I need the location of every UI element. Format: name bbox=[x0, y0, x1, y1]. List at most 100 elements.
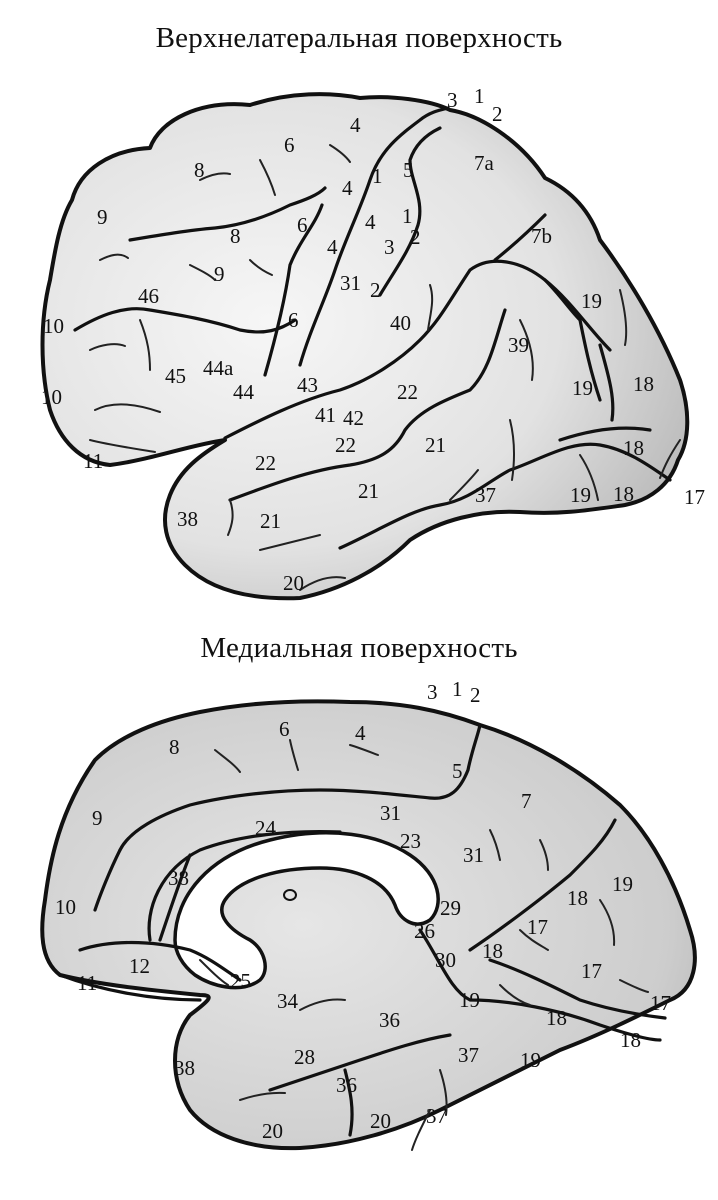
medial-area-label-17: 29 bbox=[440, 896, 461, 920]
medial-area-label-5: 4 bbox=[355, 721, 366, 745]
lateral-area-label-39: 22 bbox=[335, 433, 356, 457]
lateral-area-label-35: 44 bbox=[233, 380, 255, 404]
medial-area-label-15: 19 bbox=[612, 872, 633, 896]
orbital-base bbox=[58, 973, 202, 1002]
medial-hemisphere-outline bbox=[40, 699, 697, 1151]
lateral-area-label-12: 6 bbox=[297, 213, 308, 237]
lateral-area-label-6: 7a bbox=[474, 151, 495, 175]
intraparietal-sulcus bbox=[493, 213, 602, 402]
callosal-sulcus bbox=[147, 829, 662, 1042]
lateral-area-label-48: 17 bbox=[684, 485, 705, 509]
medial-area-label-33: 38 bbox=[174, 1056, 195, 1080]
medial-area-label-28: 17 bbox=[650, 991, 671, 1015]
medial-area-label-27: 19 bbox=[459, 988, 480, 1012]
lateral-area-label-36: 22 bbox=[397, 380, 418, 404]
lateral-area-label-25: 10 bbox=[43, 314, 64, 338]
lateral-area-label-41: 18 bbox=[623, 436, 644, 460]
superior-temporal-sulcus bbox=[228, 308, 507, 502]
medial-area-label-29: 34 bbox=[277, 989, 299, 1013]
medial-area-label-4: 6 bbox=[279, 717, 290, 741]
lateral-area-label-7: 1 bbox=[372, 164, 383, 188]
medial-area-label-34: 28 bbox=[294, 1045, 315, 1069]
lateral-area-label-33: 18 bbox=[633, 372, 654, 396]
lateral-area-label-2: 1 bbox=[474, 84, 485, 108]
lateral-area-label-43: 22 bbox=[255, 451, 276, 475]
medial-area-label-8: 9 bbox=[92, 806, 103, 830]
medial-area-label-20: 17 bbox=[527, 915, 548, 939]
lateral-area-label-29: 45 bbox=[165, 364, 186, 388]
medial-area-label-16: 18 bbox=[567, 886, 588, 910]
lateral-area-label-1: 3 bbox=[447, 88, 458, 112]
lateral-area-label-46: 19 bbox=[570, 483, 591, 507]
lateral-area-label-5: 6 bbox=[284, 133, 295, 157]
lateral-area-label-27: 40 bbox=[390, 311, 411, 335]
lateral-area-label-49: 38 bbox=[177, 507, 198, 531]
lateral-area-label-31: 43 bbox=[297, 373, 318, 397]
lateral-area-label-18: 3 bbox=[384, 235, 395, 259]
inferior-frontal-sulcus bbox=[73, 307, 297, 334]
lateral-area-label-4: 4 bbox=[350, 113, 361, 137]
lateral-area-label-3: 2 bbox=[492, 102, 503, 126]
lateral-area-label-11: 9 bbox=[97, 205, 108, 229]
central-sulcus bbox=[298, 106, 450, 367]
lateral-area-label-8: 5 bbox=[403, 158, 414, 182]
medial-area-label-40: 20 bbox=[262, 1119, 283, 1143]
lateral-area-label-40: 21 bbox=[425, 433, 446, 457]
inferior-temporal-sulcus bbox=[338, 442, 672, 550]
medial-frontal-sulcus bbox=[93, 848, 192, 942]
lateral-area-label-37: 41 bbox=[315, 403, 336, 427]
medial-area-label-14: 38 bbox=[168, 866, 189, 890]
lateral-area-label-26: 6 bbox=[288, 308, 299, 332]
lateral-area-label-9: 8 bbox=[194, 158, 205, 182]
medial-area-label-37: 36 bbox=[336, 1073, 357, 1097]
lateral-area-label-21: 31 bbox=[340, 271, 361, 295]
lateral-area-label-50: 21 bbox=[260, 509, 281, 533]
minor-sulci-lateral bbox=[89, 144, 681, 591]
lateral-area-label-45: 37 bbox=[475, 483, 496, 507]
calcarine-sulcus bbox=[488, 958, 667, 1020]
medial-area-label-36: 19 bbox=[520, 1048, 541, 1072]
lateral-hemisphere-outline bbox=[40, 92, 690, 601]
lateral-area-label-51: 20 bbox=[283, 571, 304, 595]
lateral-area-label-17: 7b bbox=[531, 224, 552, 248]
lateral-area-label-14: 1 bbox=[402, 204, 413, 228]
superior-frontal-sulcus bbox=[128, 186, 327, 242]
lateral-area-label-44: 21 bbox=[358, 479, 379, 503]
collateral-sulcus bbox=[268, 1033, 452, 1137]
lateral-area-label-32: 19 bbox=[572, 376, 593, 400]
medial-area-label-6: 8 bbox=[169, 735, 180, 759]
lateral-area-label-38: 42 bbox=[343, 406, 364, 430]
medial-area-label-26: 25 bbox=[230, 969, 251, 993]
lateral-area-label-24: 19 bbox=[581, 289, 602, 313]
lateral-surface-title: Верхнелатеральная поверхность bbox=[155, 22, 563, 54]
medial-surface-title: Медиальная поверхность bbox=[200, 632, 518, 664]
medial-area-label-38: 20 bbox=[370, 1109, 391, 1133]
lateral-area-label-20: 9 bbox=[214, 262, 225, 286]
medial-area-label-39: 37 bbox=[426, 1104, 447, 1128]
lateral-area-label-15: 2 bbox=[410, 225, 421, 249]
minor-sulci-medial bbox=[199, 739, 649, 1151]
cingulate-sulcus bbox=[118, 723, 482, 852]
lateral-area-label-22: 2 bbox=[370, 278, 381, 302]
medial-area-label-22: 30 bbox=[435, 948, 456, 972]
lateral-area-label-19: 4 bbox=[327, 235, 338, 259]
medial-area-label-3: 2 bbox=[470, 683, 481, 707]
lateral-area-label-13: 4 bbox=[365, 210, 376, 234]
occipital-sulcus bbox=[558, 343, 652, 442]
lateral-area-label-42: 11 bbox=[83, 449, 103, 473]
medial-area-label-23: 12 bbox=[129, 954, 150, 978]
medial-area-label-30: 18 bbox=[546, 1006, 567, 1030]
rostral-sulcus bbox=[78, 940, 242, 982]
medial-area-label-1: 3 bbox=[427, 680, 438, 704]
medial-area-label-7: 5 bbox=[452, 759, 463, 783]
medial-area-label-25: 11 bbox=[77, 971, 97, 995]
lateral-area-label-28: 39 bbox=[508, 333, 529, 357]
parieto-occipital-sulcus bbox=[468, 818, 617, 952]
medial-area-label-24: 17 bbox=[581, 959, 602, 983]
medial-area-label-21: 18 bbox=[482, 939, 503, 963]
